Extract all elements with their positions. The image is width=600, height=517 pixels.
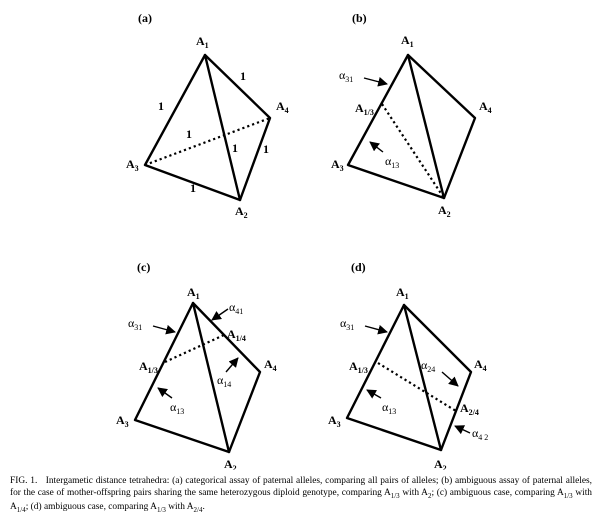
panel-b-alpha-31: α31 [339, 68, 353, 84]
panel-d-arrow-alpha-13 [366, 389, 382, 399]
panel-c-vertex-a14: A1/4 [227, 327, 246, 343]
panel-b-vertex-a13: A1/3 [355, 101, 374, 117]
panel-a: (a) A1 A2 A3 A4 1 1 1 1 1 1 [126, 11, 289, 220]
panel-c-arrow-alpha-31 [152, 324, 176, 335]
panel-b-label: (b) [352, 11, 367, 25]
panel-c-vertex-a2: A2 [224, 457, 237, 470]
panel-a-label: (a) [138, 11, 152, 25]
panel-b-vertex-a3: A3 [331, 157, 344, 173]
panel-b-outline [346, 53, 477, 200]
panel-a-vertex-a1: A1 [196, 34, 209, 50]
panel-b-vertex-a4: A4 [479, 99, 492, 115]
panel-d-edge-a13-a24 [377, 362, 457, 412]
panel-a-distance-a1-a2: 1 [232, 141, 238, 155]
panel-a-edge-a1-a2 [203, 53, 242, 202]
panel-c: (c) A1 A2 A3 A4 A1/3 A1/4 α31 α41 α13 α1… [116, 260, 277, 470]
panel-b-vertex-a1: A1 [401, 33, 414, 49]
panel-c-alpha-31: α31 [128, 316, 142, 332]
tetrahedra-diagram: (a) A1 A2 A3 A4 1 1 1 1 1 1 (b) A1 A2 A3… [116, 11, 492, 470]
panel-d-arrow-alpha-24 [441, 371, 459, 387]
panel-d-alpha-42: α4 2 [472, 426, 488, 442]
panel-c-vertex-a1: A1 [187, 285, 200, 301]
panel-d-vertex-a1: A1 [396, 285, 409, 301]
panel-c-arrow-alpha-41 [211, 308, 229, 321]
panel-d-arrow-alpha-42 [454, 425, 471, 435]
panel-d-alpha-24: α24 [421, 358, 435, 374]
panel-b-edge-a13-a2 [381, 103, 445, 199]
panel-b-vertex-a2: A2 [438, 203, 451, 219]
panel-c-vertex-a3: A3 [116, 413, 129, 429]
panel-a-distance-a1-a3: 1 [158, 99, 164, 113]
panel-b-edge-a1-a2 [406, 53, 446, 200]
panel-d-vertex-a3: A3 [328, 413, 341, 429]
panel-a-edge-a3-a4 [144, 116, 271, 167]
panel-d-vertex-a13: A1/3 [349, 359, 368, 375]
panel-d-label: (d) [351, 260, 366, 274]
panel-a-vertex-a3: A3 [126, 157, 139, 173]
panel-a-outline [143, 53, 272, 202]
panel-b-arrow-alpha-31 [363, 77, 388, 87]
panel-a-vertex-a2: A2 [235, 204, 248, 220]
panel-c-arrow-alpha-13 [157, 387, 173, 399]
figure-caption: FIG. 1. Intergametic distance tetrahedra… [10, 476, 592, 514]
panel-a-distance-a2-a4: 1 [263, 142, 269, 156]
panel-d-edge-a1-a2 [402, 303, 443, 452]
panel-c-edge-a13-a14 [164, 333, 225, 364]
panel-d: (d) A1 A2 A3 A4 A1/3 A2/4 α31 α13 α24 α4… [328, 260, 488, 470]
panel-c-edge-a1-a2 [191, 301, 231, 454]
panel-d-vertex-a24: A2/4 [460, 401, 479, 417]
panel-a-distance-a3-a2: 1 [190, 181, 196, 195]
panel-c-alpha-13: α13 [170, 400, 184, 416]
panel-d-vertex-a2: A2 [434, 457, 447, 470]
caption-fig-label: FIG. 1. [10, 476, 38, 486]
panel-d-alpha-31: α31 [340, 316, 354, 332]
panel-d-arrow-alpha-31 [364, 324, 388, 335]
panel-c-alpha-14: α14 [217, 373, 231, 389]
panel-c-label: (c) [137, 260, 150, 274]
panel-d-alpha-13: α13 [382, 400, 396, 416]
panel-b: (b) A1 A2 A3 A4 A1/3 α31 α13 [331, 11, 492, 219]
panel-b-alpha-13: α13 [385, 154, 399, 170]
panel-b-arrow-alpha-13 [369, 141, 384, 153]
panel-c-arrow-alpha-14 [225, 357, 239, 373]
panel-a-vertex-a4: A4 [276, 99, 289, 115]
panel-d-vertex-a4: A4 [474, 357, 487, 373]
panel-c-vertex-a13: A1/3 [139, 359, 158, 375]
panel-a-distance-a3-a4: 1 [186, 127, 192, 141]
panel-c-alpha-41: α41 [229, 300, 243, 316]
panel-c-vertex-a4: A4 [264, 357, 277, 373]
panel-a-distance-a1-a4: 1 [240, 69, 246, 83]
